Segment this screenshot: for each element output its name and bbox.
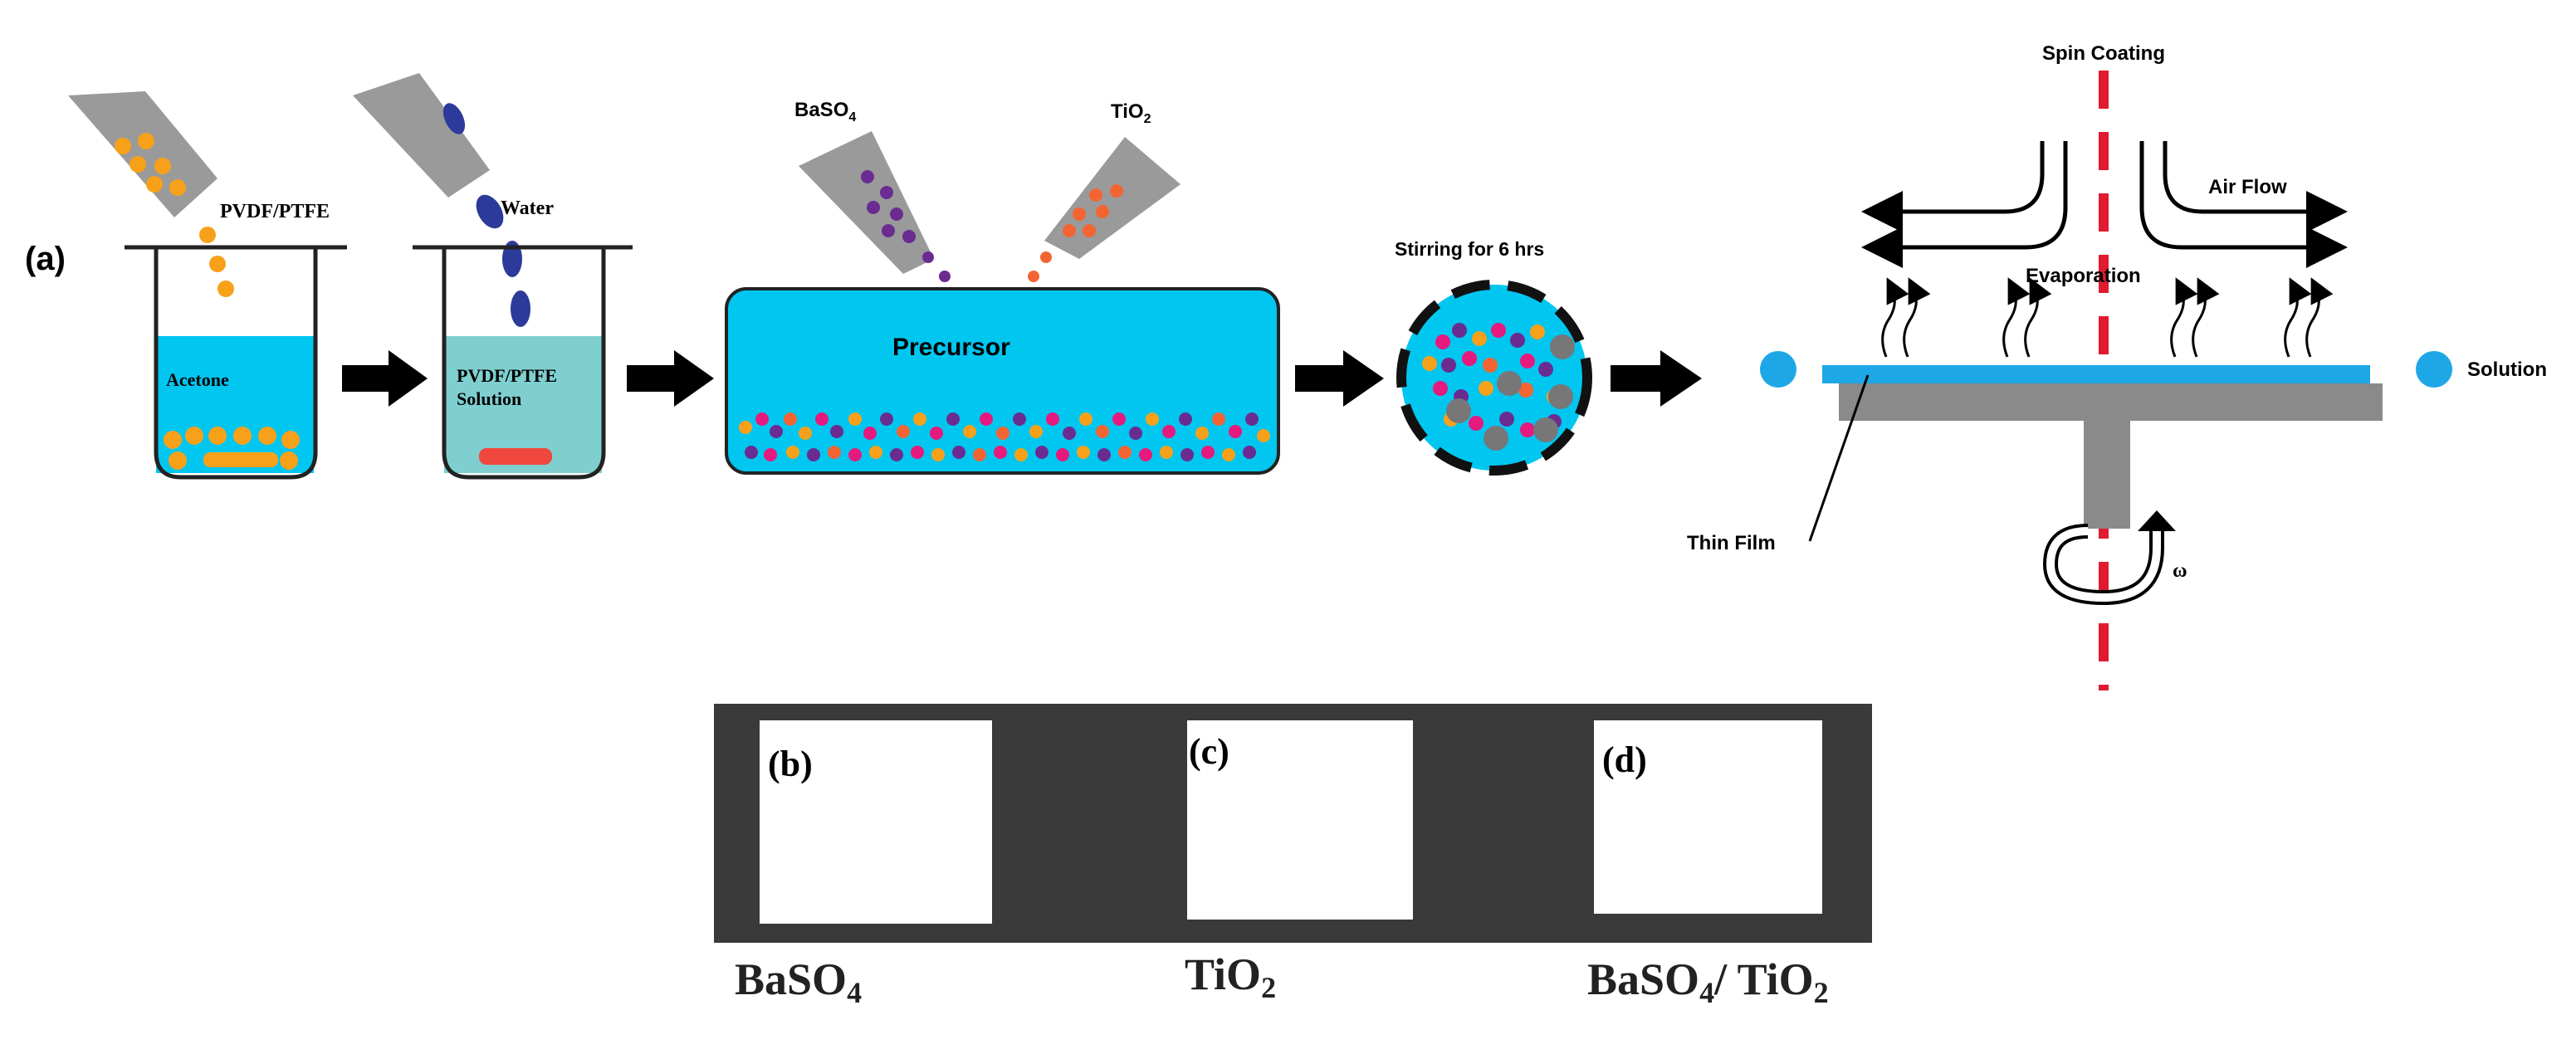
acetone-label: Acetone [166, 369, 229, 390]
pvdf-solution-label-1: PVDF/PTFE [457, 365, 557, 386]
precursor-particles [739, 412, 1270, 461]
sample-d-caption: BaSO4/ TiO2 [1587, 954, 1829, 1009]
beaker-acetone: PVDF/PTFE Acetone [68, 91, 347, 480]
sample-c-photo [1187, 720, 1413, 920]
thin-film-label: Thin Film [1687, 532, 1776, 554]
stirring-dashed-rim [1396, 280, 1592, 476]
sample-c-label: (c) [1189, 731, 1229, 772]
solution-drop-left [1760, 351, 1796, 388]
pour-funnel-pvdf [68, 91, 218, 217]
tio2-pour-label: TiO2 [1111, 100, 1151, 126]
sample-c-caption: TiO2 [1185, 949, 1276, 1004]
thin-film-layer [1822, 365, 2370, 383]
spin-chuck-plate [1839, 383, 2383, 421]
sample-c: (c) TiO2 [1185, 720, 1413, 1004]
solution-label: Solution [2467, 359, 2547, 381]
beaker-outline [125, 245, 347, 480]
panel-a-label: (a) [25, 241, 66, 277]
spin-coating-setup: Spin Coating Air Flow Evaporation Soluti… [1687, 42, 2547, 690]
stirring-particles [1422, 323, 1575, 451]
pour-funnel-water [353, 73, 490, 198]
sample-b: (b) BaSO4 [735, 720, 992, 1009]
sample-d-label: (d) [1602, 739, 1647, 780]
pvdf-particles-in-funnel [115, 133, 186, 196]
stirring-vessel: Stirring for 6 hrs [1395, 238, 1592, 476]
pvdf-ptfe-label: PVDF/PTFE [220, 201, 330, 222]
baso4-particles-in-funnel [861, 170, 960, 310]
evaporation-arrows [1881, 277, 2334, 358]
beaker-solution: Water PVDF/PTFE Solution [353, 73, 633, 480]
sample-b-label: (b) [768, 744, 813, 784]
thin-film-pointer [1808, 374, 1870, 542]
rotation-arrow [2046, 524, 2161, 603]
acetone-liquid [156, 336, 314, 473]
precursor-label: Precursor [892, 334, 1010, 361]
stirring-label: Stirring for 6 hrs [1395, 238, 1544, 260]
pour-funnel-baso4 [799, 131, 934, 274]
sample-b-caption: BaSO4 [735, 954, 862, 1009]
solution-drop-right [2416, 351, 2452, 388]
sample-b-photo [760, 720, 992, 924]
sample-d: (d) BaSO4/ TiO2 [1587, 720, 1829, 1009]
water-label: Water [501, 198, 554, 219]
evaporation-label: Evaporation [2026, 265, 2141, 287]
stir-bar [479, 448, 552, 465]
acetone-particles [164, 427, 300, 470]
air-flow-label: Air Flow [2208, 176, 2287, 198]
flow-arrow-4 [1611, 350, 1702, 407]
flow-arrow-2 [627, 350, 714, 407]
omega-label: ω [2173, 560, 2187, 582]
precursor-vessel [725, 287, 1280, 475]
flow-arrow-1 [342, 350, 428, 407]
beaker-outline-2 [413, 245, 633, 480]
spin-coating-title: Spin Coating [2042, 42, 2165, 65]
pvdf-solution-label-2: Solution [457, 388, 521, 409]
spin-shaft [2084, 421, 2130, 529]
pour-funnel-tio2 [1044, 137, 1180, 259]
sample-d-photo [1594, 720, 1822, 914]
baso4-pour-label: BaSO4 [794, 99, 856, 124]
flow-arrow-3 [1295, 350, 1384, 407]
precursor-tank: BaSO4 TiO2 Precursor [725, 99, 1280, 475]
